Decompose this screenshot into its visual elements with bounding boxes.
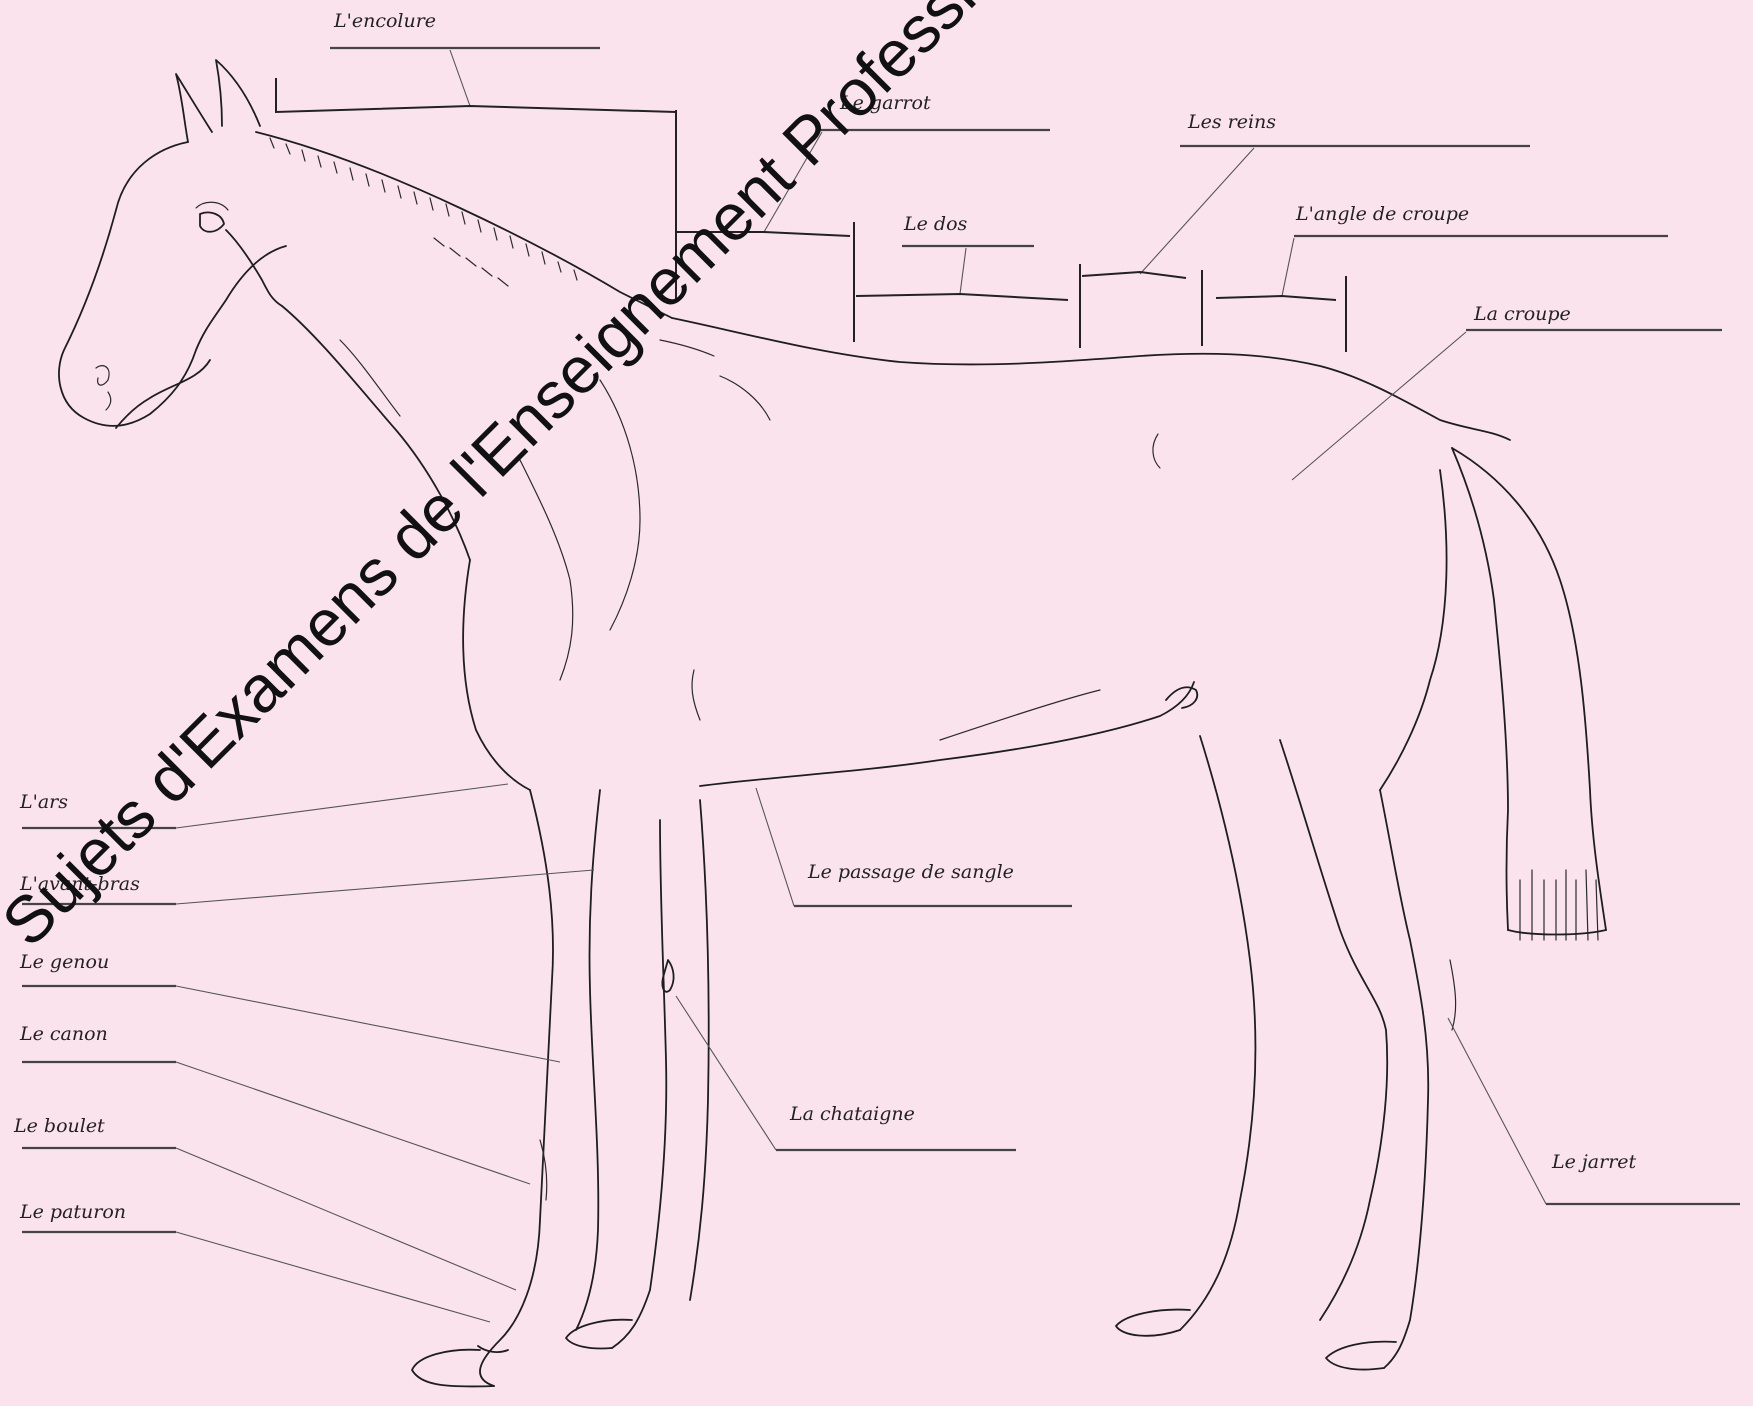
label-dos: Le dos [856, 213, 1068, 300]
label-chataigne-leader [676, 996, 776, 1150]
label-ars-leader [176, 784, 508, 828]
label-chataigne-text: La chataigne [789, 1103, 915, 1125]
label-passage-sangle-text: Le passage de sangle [807, 861, 1014, 883]
label-jarret-leader [1448, 1018, 1546, 1204]
label-genou: Le genou [19, 951, 560, 1062]
label-reins-leader [1140, 148, 1254, 274]
label-jarret: Le jarret [1448, 1018, 1740, 1204]
label-boulet-leader [176, 1148, 516, 1290]
label-encolure-leader [450, 50, 470, 106]
label-passage-sangle-leader [756, 788, 794, 906]
label-dos-leader [960, 248, 966, 294]
label-reins-text: Les reins [1187, 111, 1276, 133]
label-dos-text: Le dos [903, 213, 968, 235]
encolure-bracket [276, 78, 676, 112]
label-encolure: L'encolure [276, 10, 676, 300]
label-paturon-leader [176, 1232, 490, 1322]
label-genou-leader [176, 986, 560, 1062]
label-canon: Le canon [19, 1023, 530, 1184]
label-angle-croupe-leader [1282, 238, 1294, 296]
label-genou-text: Le genou [19, 951, 109, 973]
label-croupe-leader [1292, 332, 1466, 480]
label-passage-sangle: Le passage de sangle [756, 788, 1072, 906]
reins-bracket [1082, 272, 1186, 278]
label-canon-text: Le canon [19, 1023, 108, 1045]
label-jarret-text: Le jarret [1551, 1151, 1637, 1173]
label-angle-croupe-text: L'angle de croupe [1295, 203, 1469, 225]
watermark-text: Sujets d'Examens de l'Enseignement Profe… [0, 0, 1103, 960]
angle-croupe-bracket [1216, 296, 1336, 300]
label-reins: Les reins [1080, 111, 1530, 348]
dos-bracket [856, 294, 1068, 300]
label-ars-text: L'ars [19, 791, 68, 813]
label-boulet-text: Le boulet [13, 1115, 105, 1137]
horse-drawing [59, 60, 1606, 1386]
label-paturon: Le paturon [19, 1201, 490, 1322]
label-croupe: La croupe [1292, 303, 1722, 480]
label-avant-bras-leader [176, 870, 594, 904]
label-paturon-text: Le paturon [19, 1201, 126, 1223]
label-encolure-text: L'encolure [333, 10, 436, 32]
label-chataigne: La chataigne [676, 996, 1016, 1150]
label-canon-leader [176, 1062, 530, 1184]
label-croupe-text: La croupe [1473, 303, 1571, 325]
